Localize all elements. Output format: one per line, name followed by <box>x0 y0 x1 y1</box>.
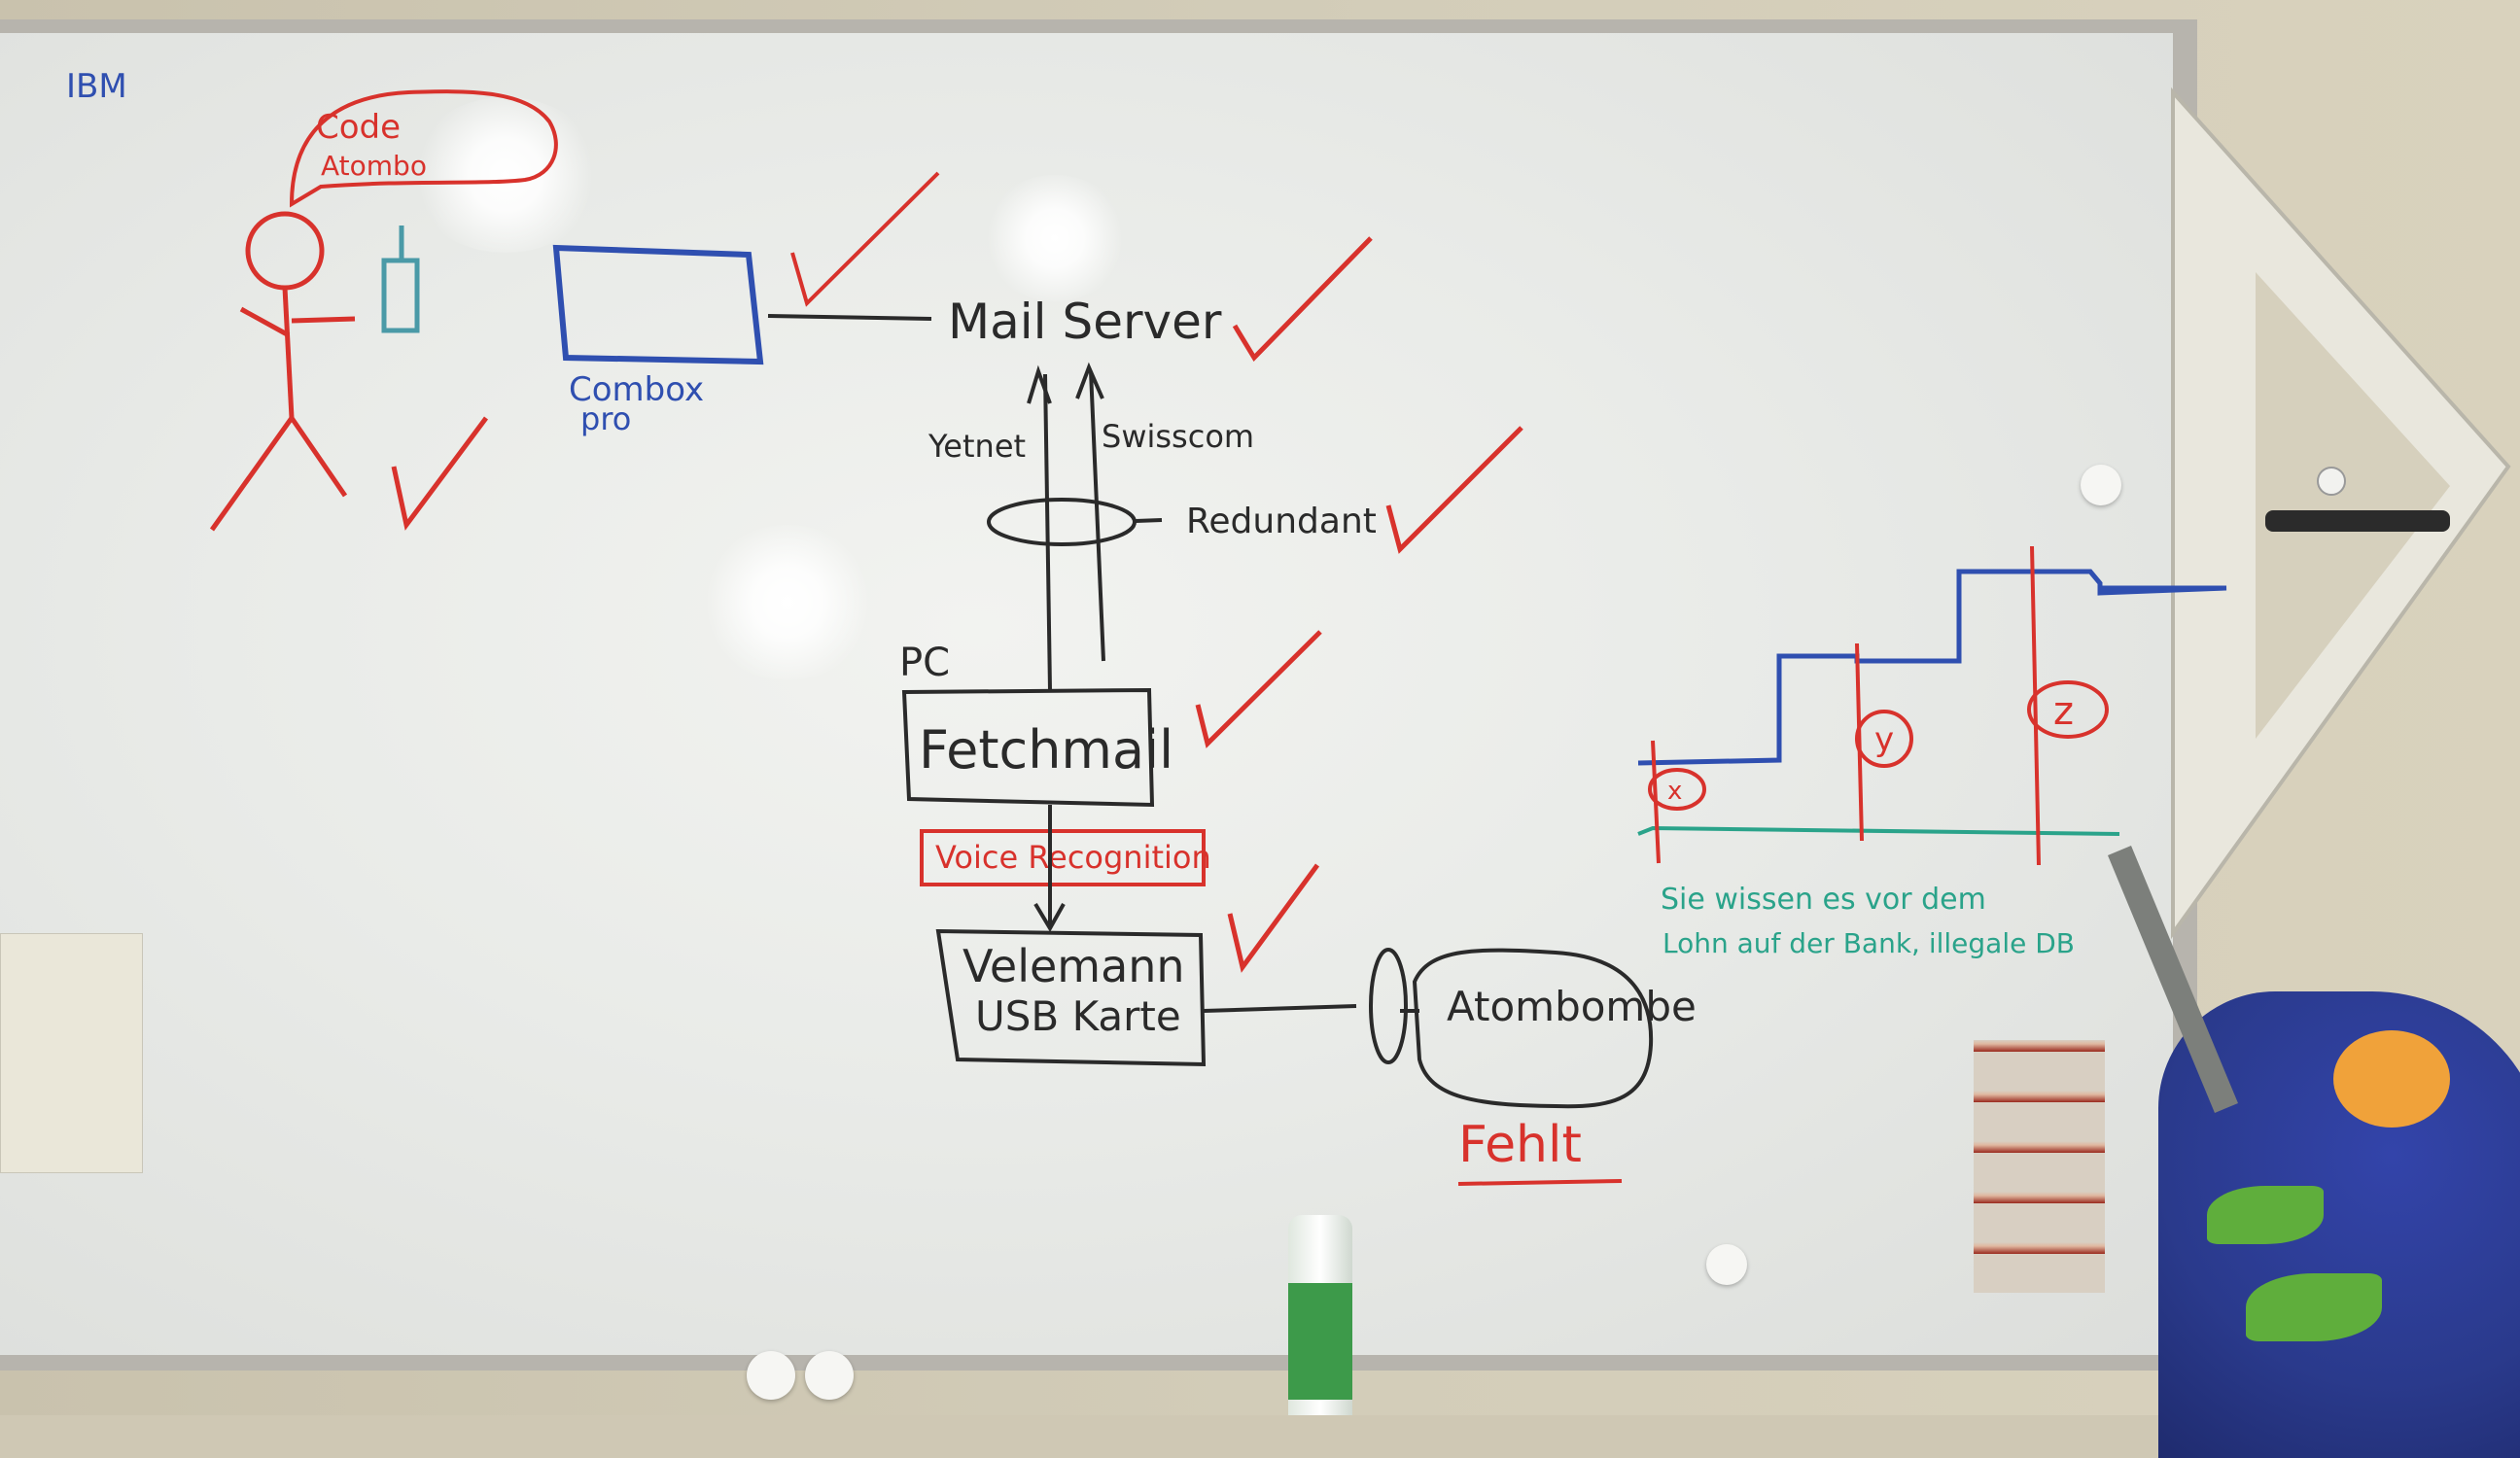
yetnet-label: Yetnet <box>928 428 1026 465</box>
cleaner-bottle-label <box>1288 1283 1352 1400</box>
stick-figure <box>209 211 356 532</box>
checkmark-icon <box>1195 630 1322 748</box>
easel-leg <box>2107 846 2239 1113</box>
connector-line <box>767 314 932 321</box>
checkmark-icon <box>391 416 489 531</box>
magnet <box>805 1351 854 1400</box>
graph-z-label: z <box>2053 689 2074 734</box>
light-glare <box>982 175 1128 301</box>
mail-server-label: Mail Server <box>948 294 1222 350</box>
usb-card-label-line2: USB Karte <box>975 992 1181 1040</box>
pc-label: PC <box>899 641 950 685</box>
light-glare <box>408 97 603 253</box>
speech-bubble-text-line2: Atombo <box>321 150 427 182</box>
fetchmail-box <box>901 687 1155 808</box>
ticket-strips <box>1974 1040 2105 1293</box>
checkmark-icon <box>1227 863 1320 973</box>
green-note-line1: Sie wissen es vor dem <box>1661 883 1986 917</box>
usb-card-label-line1: Velemann <box>962 940 1185 992</box>
triangle-ruler <box>2171 87 2511 940</box>
speech-bubble <box>289 89 558 208</box>
mobile-phone-icon <box>381 226 420 333</box>
voice-recognition-label: Voice Recognition <box>935 839 1211 876</box>
checkmark-icon <box>790 171 940 307</box>
atombombe-label: Atombombe <box>1447 983 1697 1030</box>
whiteboard-drawing: Code Atombo IBM Combox pro Mail Server Y… <box>66 67 2511 1186</box>
leaf-pattern <box>2246 1273 2382 1341</box>
combox-box <box>552 244 764 365</box>
paper-note <box>0 933 143 1173</box>
voice-recognition-box <box>920 829 1206 886</box>
checkmark-icon <box>1232 236 1373 363</box>
green-note-line2: Lohn auf der Bank, illegale DB <box>1662 927 2075 959</box>
flower-pattern <box>2333 1030 2450 1128</box>
down-arrow <box>1033 805 1066 932</box>
ibm-label: IBM <box>66 67 127 106</box>
magnet <box>1706 1244 1747 1285</box>
leaf-pattern <box>2207 1186 2324 1244</box>
graph-y-label: y <box>1874 720 1894 759</box>
usb-card-box <box>935 928 1207 1067</box>
fetchmail-label: Fetchmail <box>919 719 1173 781</box>
magnet <box>2081 465 2121 505</box>
combox-label: Combox <box>569 370 704 409</box>
step-graph <box>1637 545 2227 866</box>
magnet <box>747 1351 795 1400</box>
bomb-shape <box>1369 948 1654 1109</box>
light-glare <box>700 525 875 680</box>
combox-pro-label: pro <box>580 400 631 437</box>
fehlt-label: Fehlt <box>1458 1116 1582 1174</box>
speech-bubble-text-line1: Code <box>316 108 401 147</box>
checkmark-icon <box>1385 426 1523 554</box>
swisscom-label: Swisscom <box>1102 418 1254 455</box>
graph-x-label: x <box>1667 777 1682 806</box>
redundant-label: Redundant <box>1186 502 1377 541</box>
fehlt-underline <box>1457 1179 1623 1186</box>
connector-line <box>1203 1004 1357 1013</box>
uplink-arrows <box>987 362 1163 691</box>
